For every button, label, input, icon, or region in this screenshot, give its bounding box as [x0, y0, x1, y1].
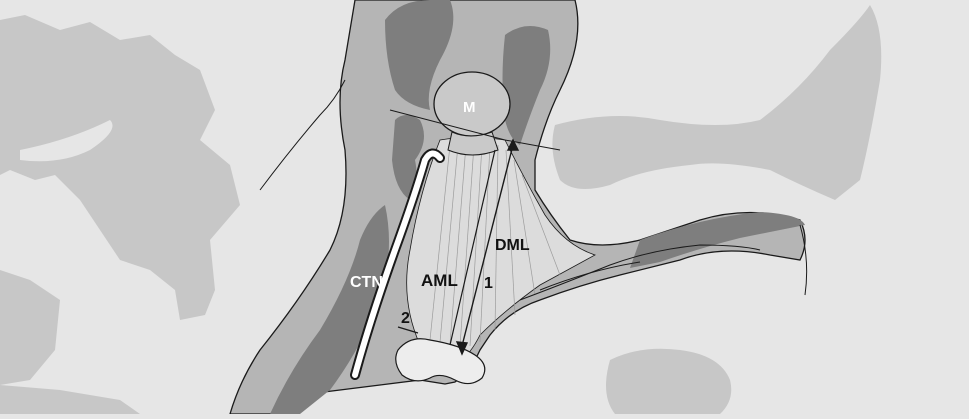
label-marker-2: 2: [401, 310, 410, 327]
label-malleus: M: [463, 99, 476, 116]
label-marker-1: 1: [484, 275, 493, 292]
label-dml: DML: [495, 237, 530, 254]
label-aml: AML: [421, 271, 458, 290]
label-ctn: CTN: [350, 274, 383, 291]
